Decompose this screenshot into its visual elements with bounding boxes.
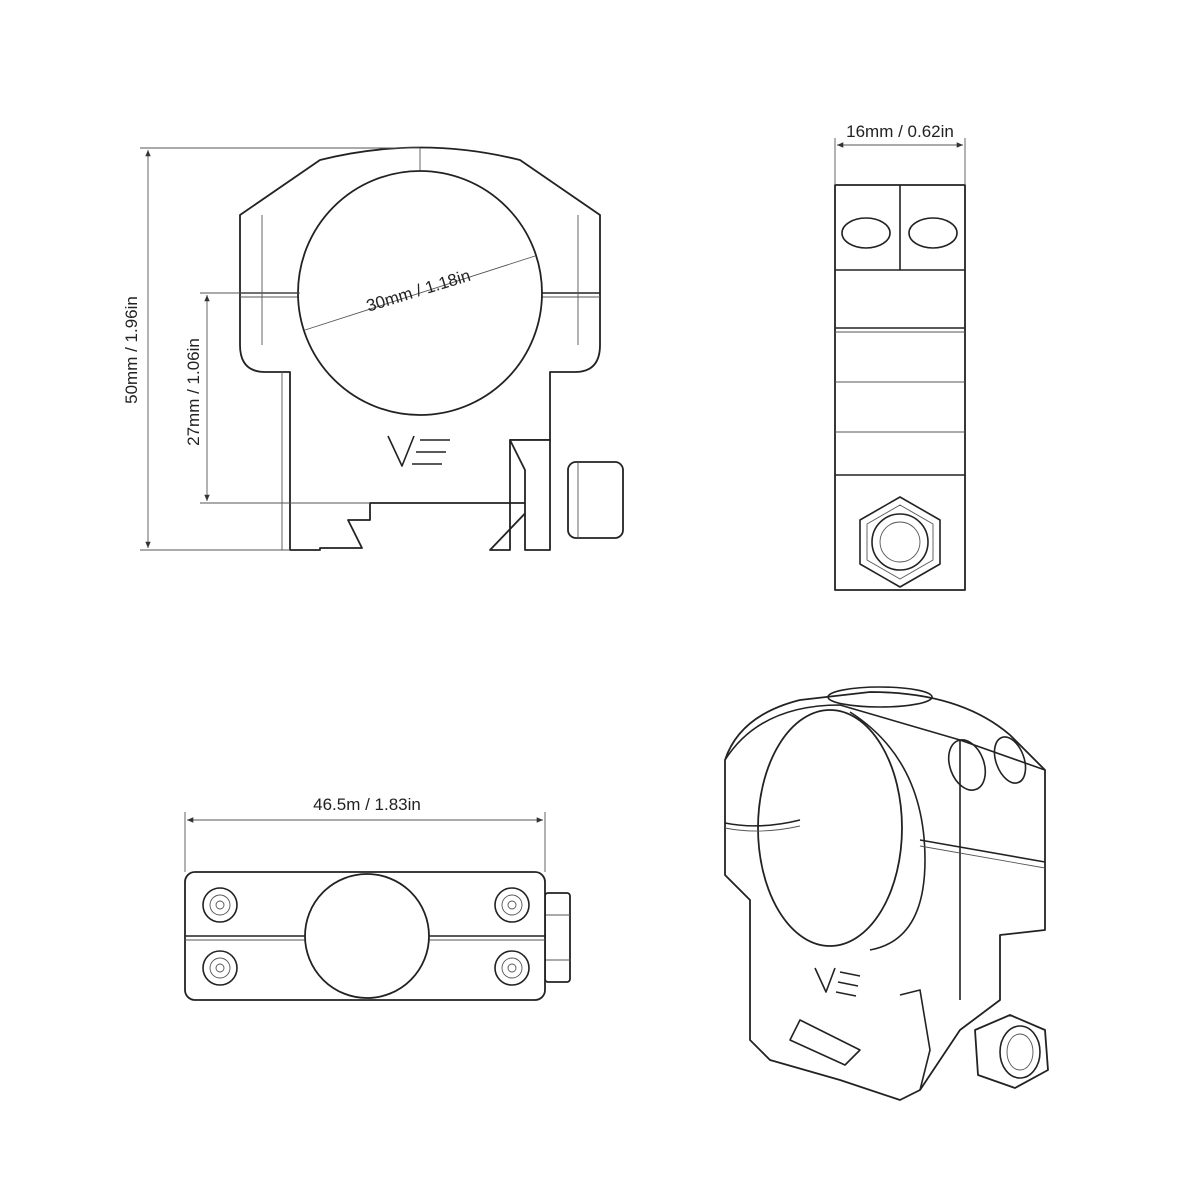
side-view — [834, 184, 966, 591]
front-view — [239, 146, 624, 551]
width-dimension: 16mm / 0.62in — [834, 122, 966, 185]
ve-logo — [387, 435, 450, 467]
top-view — [184, 871, 571, 1001]
length-dimension: 46.5m / 1.83in — [184, 795, 546, 872]
length-label: 46.5m / 1.83in — [313, 795, 421, 814]
width-label: 16mm / 0.62in — [846, 122, 954, 141]
height-label: 50mm / 1.96in — [122, 296, 141, 404]
center-height-label: 27mm / 1.06in — [184, 338, 203, 446]
height-dimension: 50mm / 1.96in — [122, 147, 420, 551]
screw-heads — [202, 887, 530, 986]
center-height-dimension: 27mm / 1.06in — [184, 292, 370, 504]
isometric-view — [724, 686, 1049, 1101]
ve-logo-iso — [814, 967, 861, 997]
